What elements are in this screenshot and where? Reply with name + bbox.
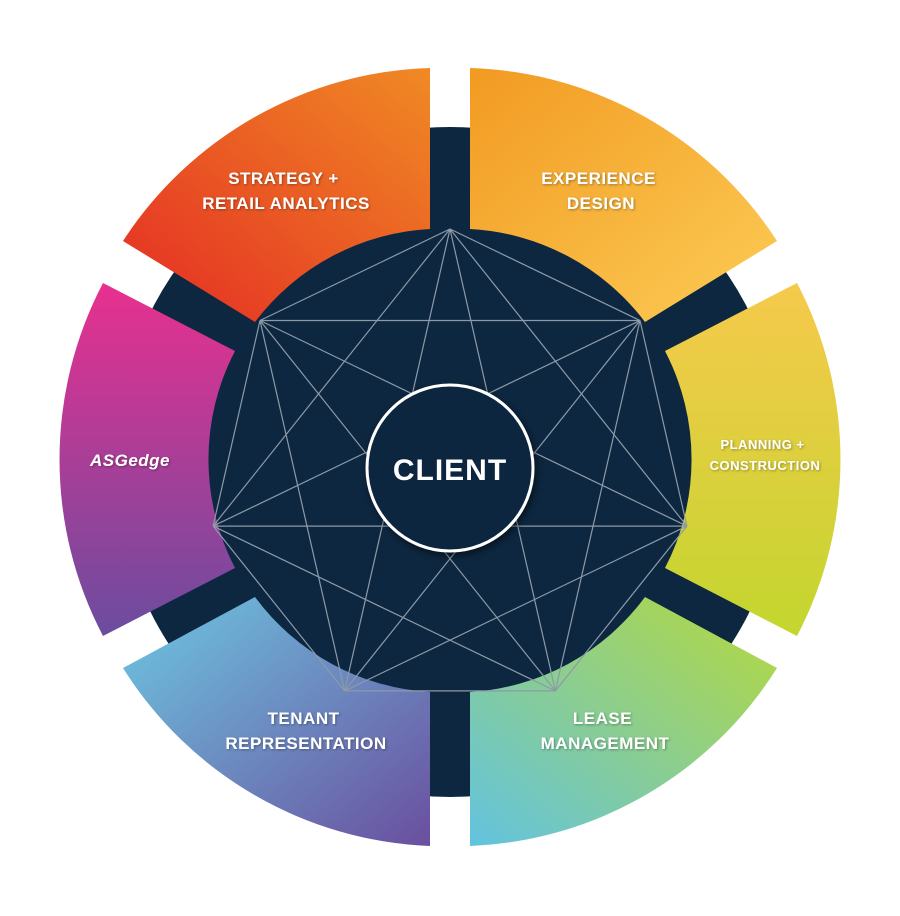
web-line-5 <box>212 320 261 527</box>
segment-asgedge-label: ASGedge <box>89 451 170 470</box>
segment-tenant-label: TENANT REPRESENTATION <box>225 709 386 753</box>
segment-planning-label: PLANNING + CONSTRUCTION <box>710 436 821 473</box>
segment-experience-shape <box>470 68 777 322</box>
segment-strategy-shape <box>123 68 430 322</box>
web-line-8 <box>554 320 641 692</box>
segment-asgedge-shape <box>59 283 235 636</box>
segment-lease[interactable]: LEASE MANAGEMENT <box>470 597 777 846</box>
segment-strategy[interactable]: STRATEGY + RETAIL ANALYTICS <box>123 68 430 322</box>
web-line-6 <box>259 228 451 322</box>
web-line-7 <box>449 228 688 527</box>
client-circle <box>365 383 535 553</box>
web-line-1 <box>639 320 688 527</box>
segment-asgedge[interactable]: ASGedge <box>59 283 235 636</box>
segment-lease-shape <box>470 597 777 846</box>
web-line-9 <box>344 525 688 692</box>
client-center[interactable]: CLIENT <box>365 383 535 553</box>
web-line-0 <box>449 228 641 322</box>
web-line-12 <box>212 228 451 527</box>
segment-tenant-shape <box>123 597 430 846</box>
segment-tenant[interactable]: TENANT REPRESENTATION <box>123 597 430 846</box>
web-line-4 <box>212 525 346 692</box>
segment-experience-label: EXPERIENCE DESIGN <box>541 169 661 213</box>
segment-lease-label: LEASE MANAGEMENT <box>541 709 670 753</box>
segment-experience[interactable]: EXPERIENCE DESIGN <box>470 68 777 322</box>
segment-planning[interactable]: PLANNING + CONSTRUCTION <box>665 283 841 636</box>
web-line-2 <box>554 525 688 692</box>
client-label: CLIENT <box>393 454 507 487</box>
segment-strategy-label: STRATEGY + RETAIL ANALYTICS <box>202 169 370 213</box>
segment-planning-shape <box>665 283 841 636</box>
web-line-11 <box>259 320 346 692</box>
web-line-10 <box>212 525 556 692</box>
